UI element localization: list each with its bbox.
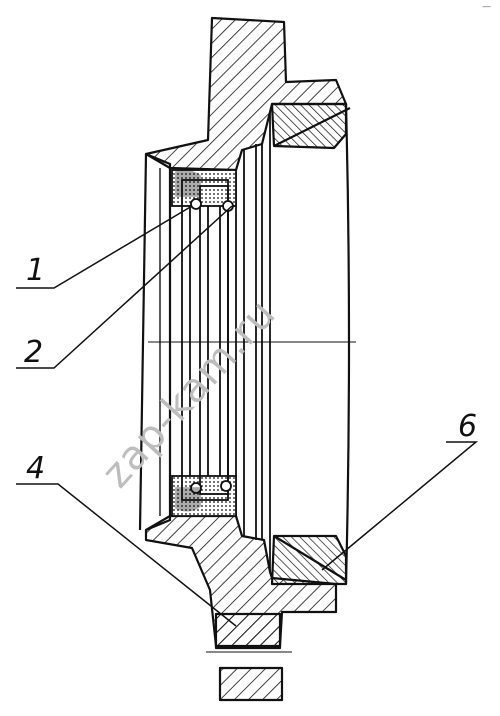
- leader-6: [321, 441, 479, 571]
- leader-2: [16, 205, 233, 369]
- seal-assembly: [171, 169, 237, 517]
- taper-line-lower: [273, 535, 347, 581]
- seal-spring-lower-left: [190, 482, 202, 494]
- bearing-race: [270, 102, 351, 586]
- seal-spring-lower-right: [220, 480, 232, 492]
- hub-body: [144, 16, 348, 702]
- cup-edge: [344, 103, 351, 585]
- hub-lower-section: [144, 514, 338, 648]
- callout-1: 1: [26, 253, 45, 288]
- seal-spring-upper-right: [222, 200, 234, 212]
- hub-stub-lower: [218, 666, 284, 702]
- leader-4: [16, 483, 237, 627]
- callout-2: 2: [24, 335, 43, 370]
- leader-lines: [16, 205, 479, 627]
- hub-stub-upper: [214, 612, 282, 650]
- callout-6: 6: [458, 409, 477, 444]
- leader-1: [16, 205, 193, 289]
- taper-line-upper: [273, 107, 351, 147]
- corner-mark: —: [482, 2, 491, 12]
- seal-spring-upper-left: [190, 198, 202, 210]
- callout-4: 4: [26, 451, 45, 486]
